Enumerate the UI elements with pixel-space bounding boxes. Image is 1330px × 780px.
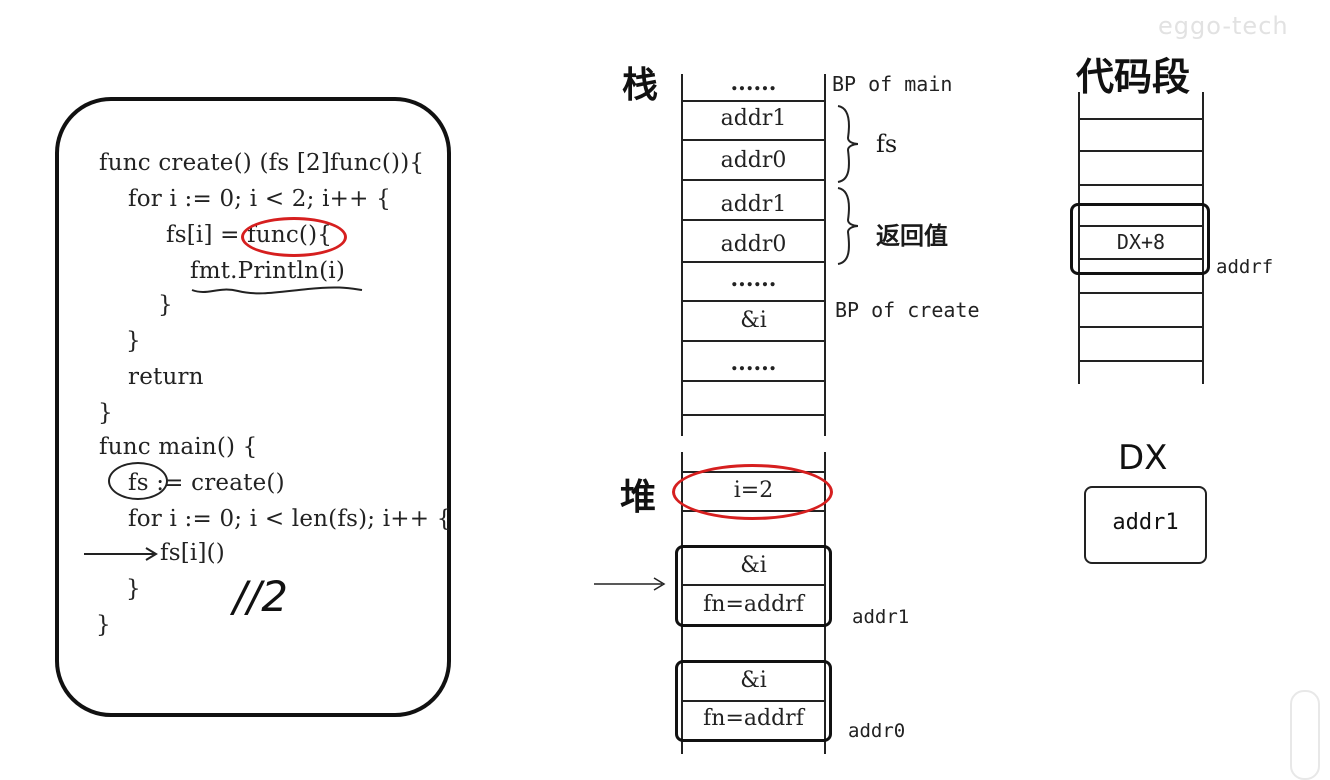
closure1-addr-label: addr1 (852, 606, 910, 628)
stack-divider (681, 179, 826, 181)
edge-decoration (1290, 690, 1320, 780)
heap-title: 堆 (620, 477, 657, 518)
code-line-4: fmt.Println(i) (190, 258, 346, 284)
code-line-11: for i := 0; i < len(fs); i++ { (128, 506, 452, 532)
code-line-13: } (126, 576, 141, 602)
heap-divider (681, 584, 826, 586)
closure0-ref-i: &i (740, 668, 767, 693)
stack-divider (681, 261, 826, 263)
code-line-9: func main() { (99, 434, 258, 460)
code-line-14: } (96, 612, 111, 638)
stack-divider (681, 300, 826, 302)
stack-cell-ellipsis-top: ...... (730, 70, 777, 96)
bp-of-create-label: BP of create (835, 298, 980, 322)
register-title: DX (1118, 438, 1168, 478)
func-highlight-ellipse (241, 217, 347, 257)
register-value: addr1 (1112, 510, 1179, 535)
closure0-addr-label: addr0 (848, 720, 906, 742)
code-segment-divider (1078, 118, 1204, 120)
stack-title: 栈 (622, 65, 659, 106)
stack-divider (681, 219, 826, 221)
return-value-label: 返回值 (876, 222, 948, 250)
closure0-fn: fn=addrf (703, 706, 804, 731)
closure-block-addr1 (675, 545, 832, 627)
bp-of-main-label: BP of main (832, 72, 953, 96)
heap-pointer-arrow (594, 577, 666, 591)
code-segment-title: 代码段 (1076, 55, 1191, 99)
code-line-5: } (158, 292, 173, 318)
stack-cell-ellipsis-low: ...... (730, 350, 777, 376)
code-line-12: fs[i]() (160, 540, 225, 566)
stack-divider (681, 139, 826, 141)
code-segment-divider (1078, 225, 1204, 227)
code-segment-divider (1078, 258, 1204, 260)
code-line-6: } (126, 328, 141, 354)
closure-block-addr0 (675, 660, 832, 742)
stack-divider (681, 414, 826, 416)
watermark: eggo-tech (1158, 12, 1289, 40)
heap-divider (681, 700, 826, 702)
stack-column (681, 74, 826, 436)
fs-circle (108, 462, 168, 500)
return-value-brace (837, 187, 859, 265)
current-line-arrow (84, 547, 158, 561)
code-segment-divider (1078, 326, 1204, 328)
output-annotation: //2 (233, 572, 289, 621)
code-line-7: return (128, 364, 204, 390)
stack-cell-ret-addr1: addr1 (720, 192, 787, 217)
stack-cell-fs-addr0: addr0 (720, 148, 787, 173)
stack-divider (681, 100, 826, 102)
code-line-2: for i := 0; i < 2; i++ { (128, 186, 391, 212)
code-segment-highlight-box (1070, 203, 1210, 275)
stack-cell-fs-addr1: addr1 (720, 106, 787, 131)
stack-cell-ret-addr0: addr0 (720, 232, 787, 257)
code-panel (55, 97, 451, 717)
stack-cell-ref-i: &i (740, 308, 767, 333)
println-underline (191, 286, 363, 295)
stack-cell-ellipsis-mid: ...... (730, 266, 777, 292)
fs-brace (837, 105, 859, 183)
stack-divider (681, 340, 826, 342)
code-segment-divider (1078, 360, 1204, 362)
code-segment-column (1078, 92, 1204, 384)
code-segment-divider (1078, 150, 1204, 152)
heap-i-highlight-ellipse (672, 464, 833, 520)
heap-column (681, 452, 826, 754)
fs-label: fs (876, 130, 898, 158)
addrf-label: addrf (1216, 256, 1274, 278)
closure1-ref-i: &i (740, 553, 767, 578)
code-segment-divider (1078, 184, 1204, 186)
code-line-8: } (98, 400, 113, 426)
code-segment-dx-cell: DX+8 (1116, 230, 1166, 254)
code-segment-divider (1078, 292, 1204, 294)
closure1-fn: fn=addrf (703, 592, 804, 617)
register-box (1084, 486, 1207, 564)
stack-divider (681, 380, 826, 382)
code-line-1: func create() (fs [2]func()){ (99, 150, 425, 176)
